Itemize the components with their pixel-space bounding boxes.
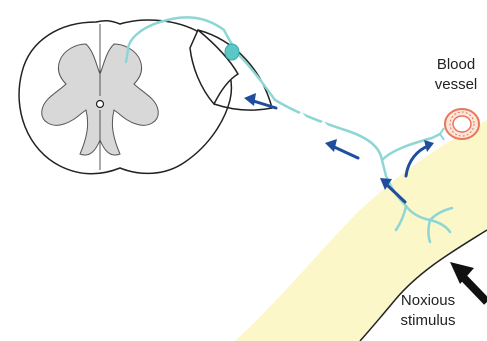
noxious-stimulus-label: Noxious stimulus <box>394 291 462 331</box>
noxious-stimulus-label-line1: Noxious <box>394 291 462 311</box>
arrowhead-mid-nerve <box>325 139 337 152</box>
vessel-nerve-ending <box>440 128 444 140</box>
noxious-stimulus-label-line2: stimulus <box>394 311 462 331</box>
arrowhead-vessel <box>424 140 434 152</box>
arrowhead-ganglion <box>244 93 256 106</box>
arrow-mid-nerve <box>332 146 358 158</box>
blood-vessel-label-line2: vessel <box>430 75 482 95</box>
neuron-cell-body <box>225 44 239 60</box>
blood-vessel-label: Blood vessel <box>430 55 482 95</box>
blood-vessel-icon <box>445 109 479 139</box>
blood-vessel-label-line1: Blood <box>430 55 482 75</box>
central-canal <box>97 101 104 108</box>
